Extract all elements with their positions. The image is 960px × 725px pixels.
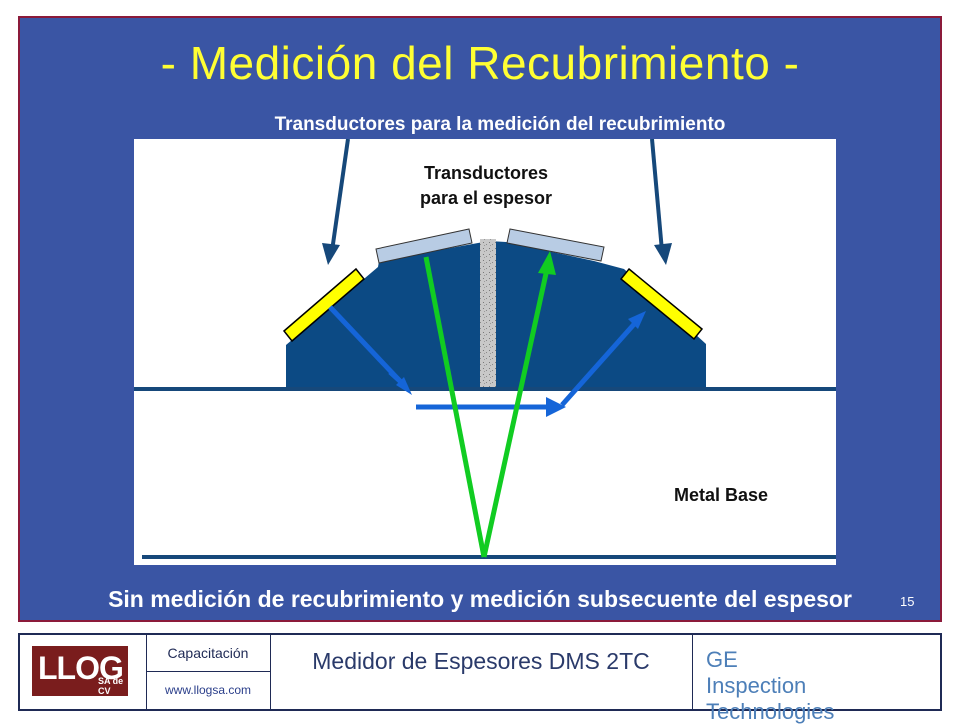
label-arrowhead-right [654,243,672,265]
footer-bar: LLOG SA de CV Capacitación www.llogsa.co… [18,633,942,724]
footer-ge-cell: GE Inspection Technologies [692,635,940,724]
coating-arrowhead-1 [396,377,412,395]
slide-caption: Sin medición de recubrimiento y medición… [108,586,852,612]
coating-transducer-left [282,267,366,343]
thickness-transducer-right [506,228,605,262]
ge-logo-line1: GE [706,647,738,672]
label-arrow-left [330,139,350,252]
coating-transducer-right [619,267,704,341]
slide-title: - Medición del Recubrimiento - [160,37,800,89]
thickness-label-line1: Transductores [423,163,549,183]
llog-logo-sub: SA de CV [98,676,124,696]
coating-transducers-label: Transductores para la medición del recub… [274,114,726,135]
training-label: Capacitación [146,635,270,672]
coating-path [328,305,638,410]
llog-logo: LLOG SA de CV [32,646,128,696]
website-link[interactable]: www.llogsa.com [164,683,252,697]
footer-training-cell: Capacitación www.llogsa.com [146,635,271,709]
coating-arrowhead-3 [628,311,646,329]
slide-panel: - Medición del Recubrimiento - Transduct… [18,16,942,622]
label-arrow-right [650,139,664,252]
slide-number: 15 [900,594,915,609]
footer-logo-cell: LLOG SA de CV [20,635,147,709]
coating-arrowhead-2 [546,397,566,417]
thickness-transducers-label: Transductores para el espesor [386,161,586,211]
metal-base-label: Metal Base [674,485,769,505]
thickness-path [423,256,550,558]
label-arrowhead-left [322,243,340,265]
thickness-label-line2: para el espesor [419,188,553,208]
ge-logo-line2: Inspection Technologies [706,673,835,724]
probe-diagram: Transductores para el espesor Metal Base [134,139,836,565]
llog-logo-text: LLOG [38,650,124,686]
thickness-transducer-left [375,228,473,264]
product-name: Medidor de Espesores DMS 2TC [312,648,650,674]
delay-line [480,239,496,387]
footer-product-cell: Medidor de Espesores DMS 2TC [270,635,693,709]
thickness-arrowhead [538,251,556,275]
